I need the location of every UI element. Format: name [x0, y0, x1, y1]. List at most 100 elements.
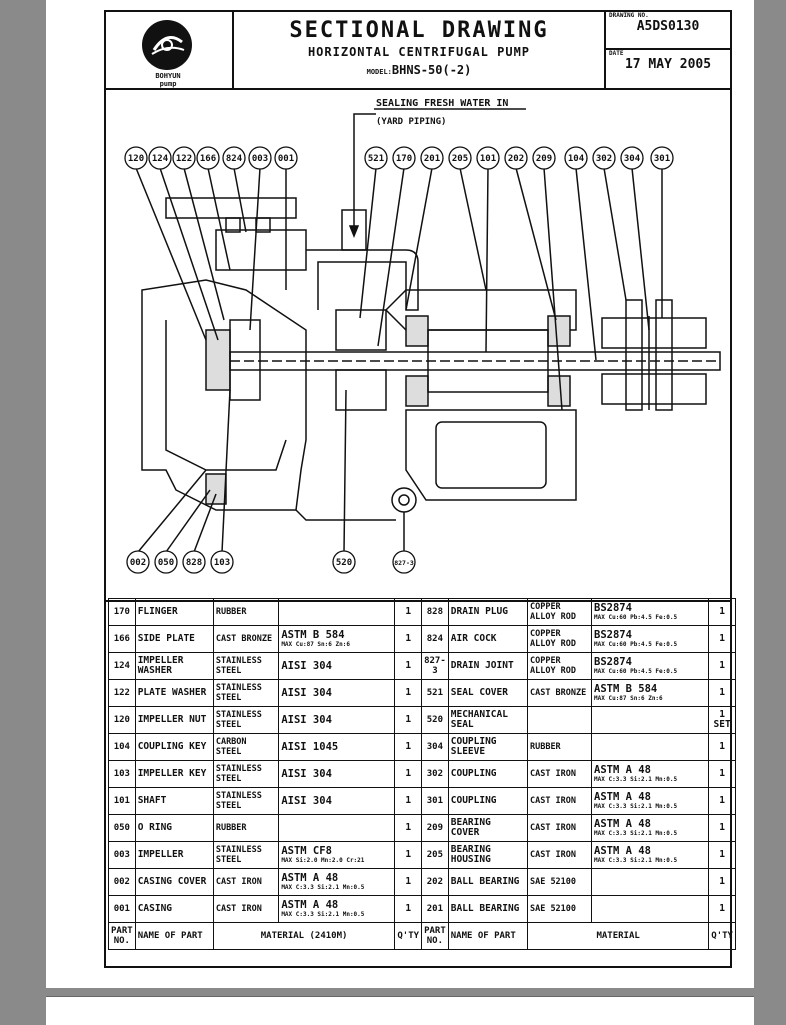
- part-name: BEARING HOUSING: [447, 841, 528, 869]
- part-no: 002: [108, 868, 136, 896]
- part-name: SHAFT: [134, 787, 214, 815]
- spec-composition: MAX Si:2.0 Mn:2.0 Cr:21: [281, 857, 365, 864]
- callout-label: 003: [252, 154, 268, 164]
- spec-composition: MAX Cu:87 Sn:6 Zn:6: [594, 695, 663, 702]
- spec-standard: AISI 304: [281, 794, 332, 807]
- part-name: SEAL COVER: [447, 679, 528, 707]
- spec-composition: MAX C:3.3 Si:2.1 Mn:0.5: [281, 911, 365, 918]
- model-line: MODEL:BHNS-50(-2): [366, 63, 472, 77]
- part-name: SIDE PLATE: [134, 625, 214, 653]
- part-no: 001: [108, 895, 136, 923]
- spec-standard: ASTM B 584: [281, 629, 345, 641]
- callout-circle: [504, 146, 528, 170]
- part-name: COUPLING: [447, 760, 528, 788]
- part-name: BEARING COVER: [447, 814, 528, 842]
- part-material: RUBBER: [212, 598, 280, 626]
- part-qty: 1: [708, 652, 736, 680]
- callout-circle: [476, 146, 500, 170]
- drawing-no: A5DS0130: [636, 19, 700, 34]
- part-material: RUBBER: [212, 814, 280, 842]
- callout-circle: [650, 146, 674, 170]
- part-qty: 1: [394, 760, 423, 788]
- spec-standard: AISI 304: [281, 713, 332, 726]
- spec-standard: ASTM A 48: [594, 791, 651, 803]
- part-no: 828: [421, 598, 449, 626]
- part-material: STAINLESS STEEL: [212, 787, 280, 815]
- callout-circle: [620, 146, 644, 170]
- callout-label: 124: [152, 154, 169, 164]
- col-part-no: PART NO.: [108, 922, 136, 950]
- part-qty: 1: [708, 760, 736, 788]
- part-name: FLINGER: [134, 598, 214, 626]
- callout-label: 202: [508, 154, 524, 164]
- part-no: 050: [108, 814, 136, 842]
- part-spec: [591, 895, 710, 923]
- part-qty: 1: [708, 598, 736, 626]
- part-qty: 1: [394, 841, 423, 869]
- part-name: COUPLING: [447, 787, 528, 815]
- callout-label: 103: [214, 558, 230, 568]
- callout-label: 120: [128, 154, 144, 164]
- part-qty: 1: [708, 868, 736, 896]
- part-name: BALL BEARING: [447, 895, 528, 923]
- callout-circle: [210, 550, 234, 574]
- spec-standard: ASTM A 48: [594, 818, 651, 830]
- part-material: [526, 706, 593, 734]
- spec-composition: MAX Cu:60 Pb:4.5 Fe:0.5: [594, 641, 678, 648]
- col-material-note: (2410M): [304, 931, 348, 941]
- spec-standard: AISI 304: [281, 659, 332, 672]
- part-name: COUPLING SLEEVE: [447, 733, 528, 761]
- part-no: 201: [421, 895, 449, 923]
- drawing-no-label: DRAWING NO.: [609, 12, 649, 19]
- part-material: STAINLESS STEEL: [212, 841, 280, 869]
- part-no: 827-3: [421, 652, 449, 680]
- part-spec: AISI 304: [278, 760, 396, 788]
- drawing-date: 17 MAY 2005: [624, 57, 712, 72]
- spec-standard: AISI 304: [281, 686, 332, 699]
- callout-circle: [564, 146, 588, 170]
- part-material: STAINLESS STEEL: [212, 679, 280, 707]
- part-no: 122: [108, 679, 136, 707]
- spec-standard: AISI 304: [281, 767, 332, 780]
- callout-label: 301: [654, 154, 670, 164]
- part-qty: 1: [708, 841, 736, 869]
- part-material: CAST IRON: [212, 895, 280, 923]
- date-label: DATE: [609, 50, 624, 57]
- spec-composition: MAX C:3.3 Si:2.1 Mn:0.5: [594, 776, 678, 783]
- part-name: MECHANICAL SEAL: [447, 706, 528, 734]
- callout-circle: [148, 146, 172, 170]
- callout-circle: [364, 146, 388, 170]
- spec-standard: AISI 1045: [281, 740, 339, 753]
- part-name: COUPLING KEY: [134, 733, 214, 761]
- callout-label: 104: [568, 154, 585, 164]
- spec-standard: BS2874: [594, 629, 632, 641]
- part-name: IMPELLER: [134, 841, 214, 869]
- part-no: 101: [108, 787, 136, 815]
- part-qty: 1: [394, 895, 423, 923]
- part-name: AIR COCK: [447, 625, 528, 653]
- callout-label: 521: [368, 154, 384, 164]
- part-qty: 1: [394, 652, 423, 680]
- spec-composition: MAX Cu:87 Sn:6 Zn:6: [281, 641, 350, 648]
- part-material: CARBON STEEL: [212, 733, 280, 761]
- part-no: 824: [421, 625, 449, 653]
- callout-circle: [182, 550, 206, 574]
- callout-circle: [392, 550, 416, 574]
- part-no: 103: [108, 760, 136, 788]
- callout-circle: [196, 146, 220, 170]
- part-name: IMPELLER KEY: [134, 760, 214, 788]
- callout-label: 170: [396, 154, 412, 164]
- part-qty: 1: [394, 625, 423, 653]
- callout-label: 828: [186, 558, 202, 568]
